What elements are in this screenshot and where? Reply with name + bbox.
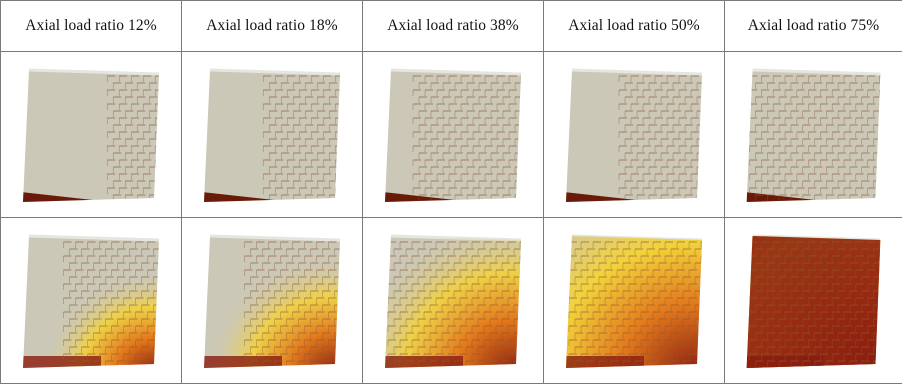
wall-simulation-image (363, 218, 543, 383)
column-header-75: Axial load ratio 75% (725, 1, 902, 52)
column-header-18: Axial load ratio 18% (182, 1, 363, 52)
wall-simulation-image (544, 52, 724, 217)
wall-simulation-image (1, 218, 181, 383)
wall-simulation-image (1, 52, 181, 217)
column-header-12: Axial load ratio 12% (1, 1, 182, 52)
stress-image-12 (1, 218, 182, 384)
wall-simulation-image (544, 218, 724, 383)
stress-image-18 (182, 218, 363, 384)
stress-row (1, 218, 902, 384)
wall-panel (204, 70, 340, 202)
wall-simulation-image (725, 52, 902, 217)
wall-simulation-image (182, 218, 362, 383)
damage-image-50 (544, 52, 725, 218)
stress-image-50 (544, 218, 725, 384)
column-header-38: Axial load ratio 38% (363, 1, 544, 52)
wall-simulation-image (725, 218, 902, 383)
column-header-50: Axial load ratio 50% (544, 1, 725, 52)
damage-image-75 (725, 52, 902, 218)
header-row: Axial load ratio 12% Axial load ratio 18… (1, 1, 902, 52)
stress-image-75 (725, 218, 902, 384)
wall-simulation-image (182, 52, 362, 217)
damage-image-12 (1, 52, 182, 218)
stress-image-38 (363, 218, 544, 384)
damage-image-38 (363, 52, 544, 218)
damage-row (1, 52, 902, 218)
damage-image-18 (182, 52, 363, 218)
wall-simulation-image (363, 52, 543, 217)
